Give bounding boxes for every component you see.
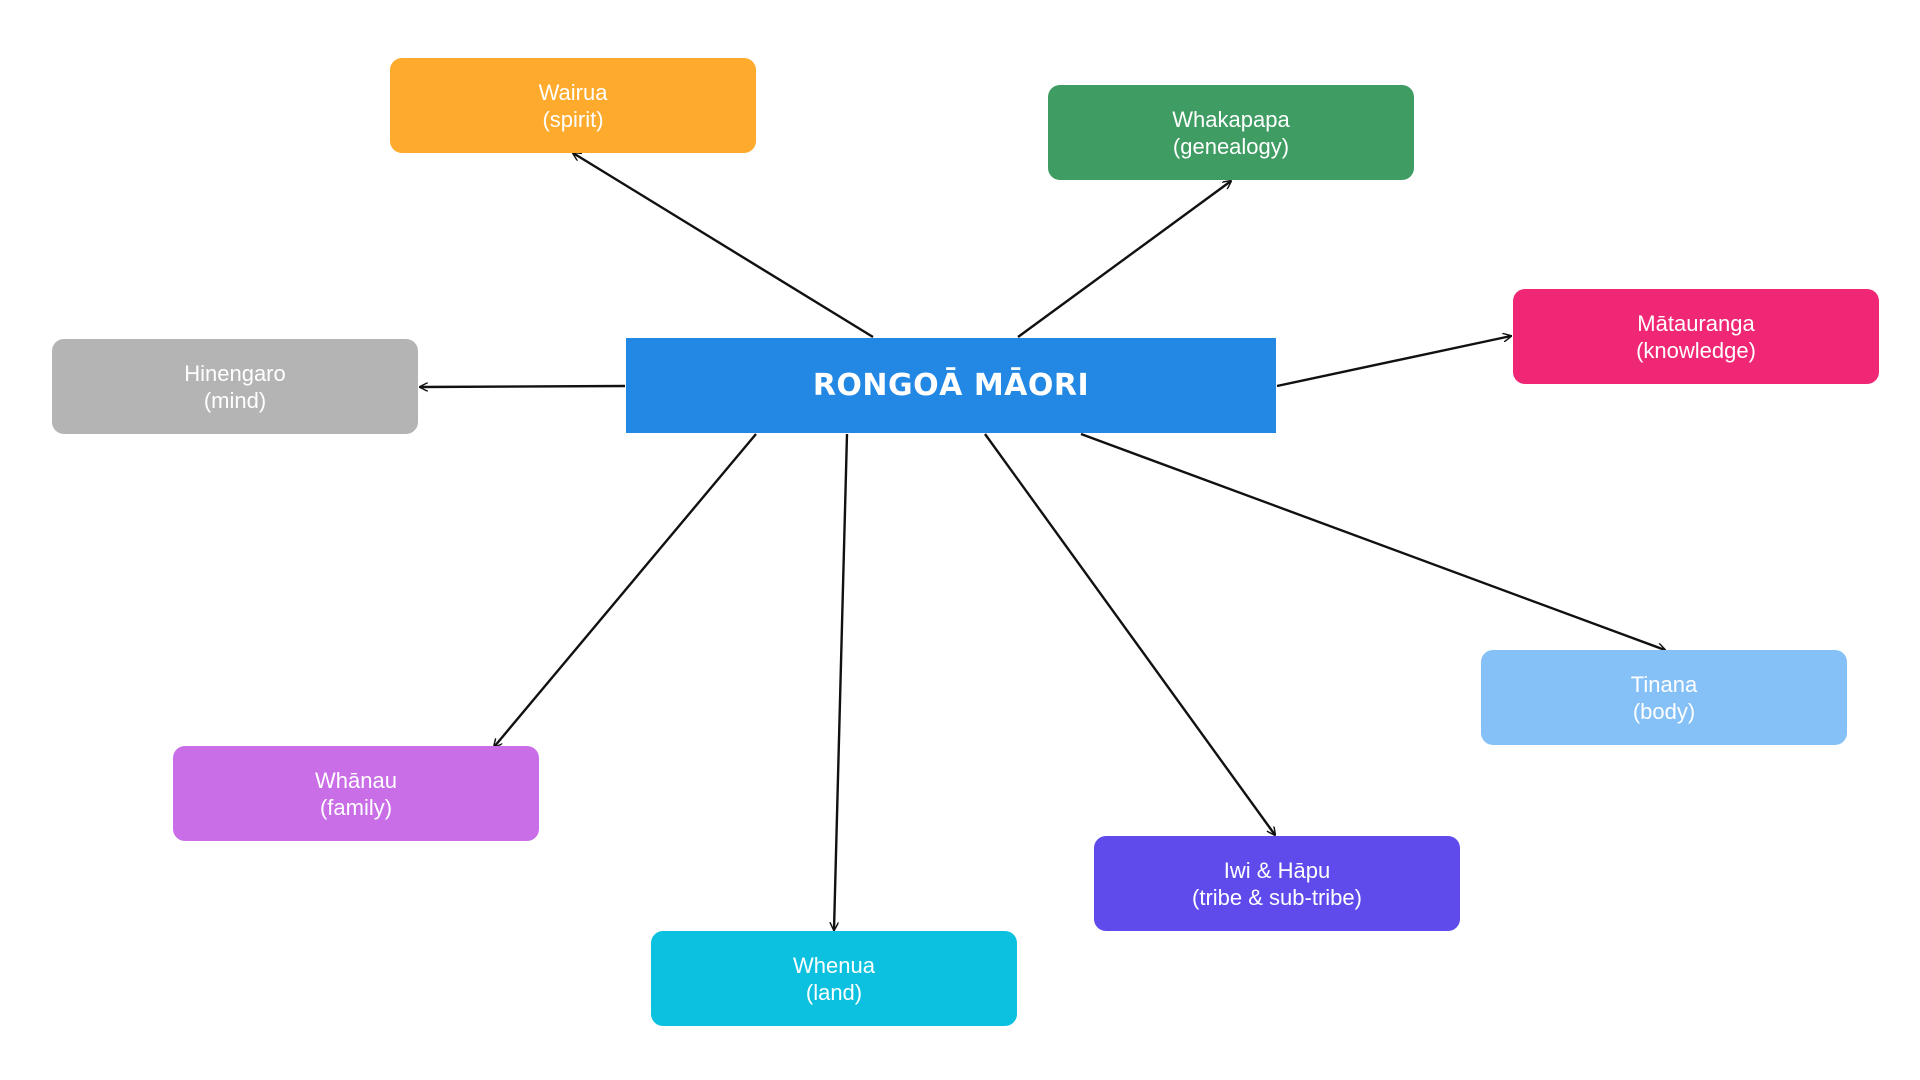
arrow-to-wairua — [573, 153, 874, 339]
center-node-label: RONGOĀ MĀORI — [812, 368, 1090, 403]
node-iwi-hapu-meaning: (tribe & sub-tribe) — [1192, 884, 1362, 910]
node-whakapapa-meaning: (genealogy) — [1172, 133, 1290, 159]
arrow-to-whakapapa — [1017, 181, 1231, 338]
node-whakapapa-name: Whakapapa — [1172, 106, 1290, 132]
arrow-to-whanau — [494, 433, 757, 747]
node-whenua-name: Whenua — [793, 952, 875, 978]
node-wairua-name: Wairua — [538, 79, 608, 105]
node-hinengaro-name: Hinengaro — [184, 360, 286, 386]
arrow-to-whenua — [834, 433, 849, 930]
node-hinengaro-meaning: (mind) — [203, 387, 267, 413]
node-whenua[interactable]: Whenua (land) — [651, 931, 1017, 1026]
node-tinana-meaning: (body) — [1632, 698, 1696, 724]
node-whanau[interactable]: Whānau (family) — [173, 746, 539, 841]
arrow-to-tinana — [1080, 432, 1665, 650]
node-iwi-hapu-name: Iwi & Hāpu — [1223, 857, 1331, 883]
arrow-to-matauranga — [1276, 336, 1511, 388]
node-tinana[interactable]: Tinana (body) — [1481, 650, 1847, 745]
node-whakapapa[interactable]: Whakapapa (genealogy) — [1048, 85, 1414, 180]
node-matauranga-name: Mātauranga — [1637, 310, 1755, 336]
node-whenua-meaning: (land) — [805, 979, 863, 1005]
node-tinana-name: Tinana — [1630, 671, 1698, 697]
arrow-to-hinengaro — [420, 386, 626, 387]
node-hinengaro[interactable]: Hinengaro (mind) — [52, 339, 418, 434]
node-iwi-hapu[interactable]: Iwi & Hāpu (tribe & sub-tribe) — [1094, 836, 1460, 931]
arrow-to-iwi — [984, 433, 1275, 835]
node-matauranga-meaning: (knowledge) — [1636, 337, 1756, 363]
node-whanau-meaning: (family) — [319, 794, 393, 820]
node-wairua[interactable]: Wairua (spirit) — [390, 58, 756, 153]
node-wairua-meaning: (spirit) — [542, 106, 604, 132]
node-matauranga[interactable]: Mātauranga (knowledge) — [1513, 289, 1879, 384]
center-node[interactable]: RONGOĀ MĀORI — [626, 338, 1276, 433]
node-whanau-name: Whānau — [315, 767, 397, 793]
